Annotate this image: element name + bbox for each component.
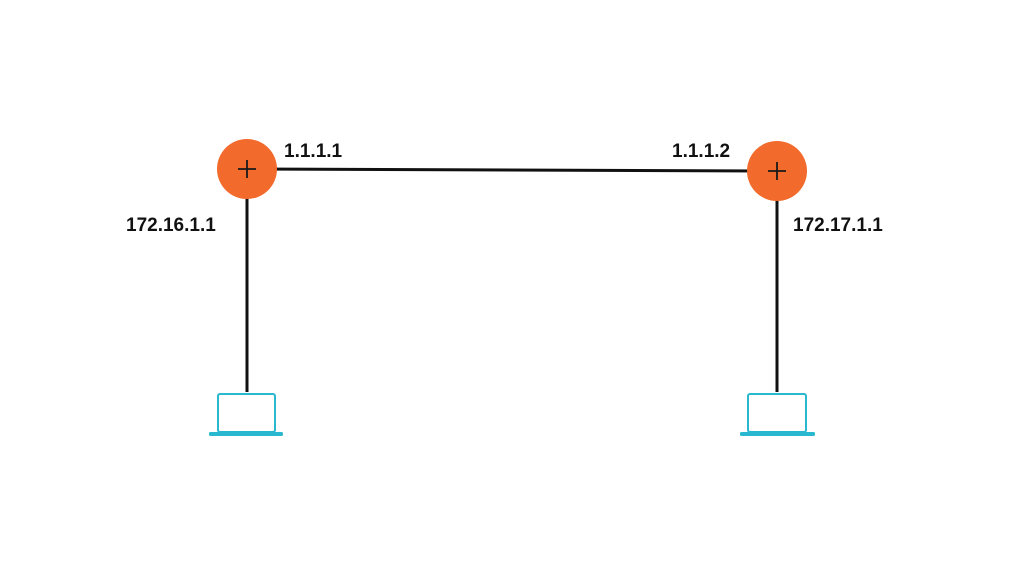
router-right-wan-ip: 1.1.1.2 (672, 141, 730, 162)
router-left-lan-ip: 172.16.1.1 (126, 215, 216, 236)
laptop-icon (209, 393, 283, 436)
wan-link (246, 167, 778, 173)
laptop-icon (740, 393, 815, 436)
router-right (747, 141, 807, 201)
router-plus-symbol (768, 162, 786, 180)
router-plus-symbol (238, 160, 256, 178)
router-left (217, 139, 277, 199)
router-right-lan-ip: 172.17.1.1 (793, 215, 883, 236)
router-left-wan-ip: 1.1.1.1 (284, 141, 343, 162)
